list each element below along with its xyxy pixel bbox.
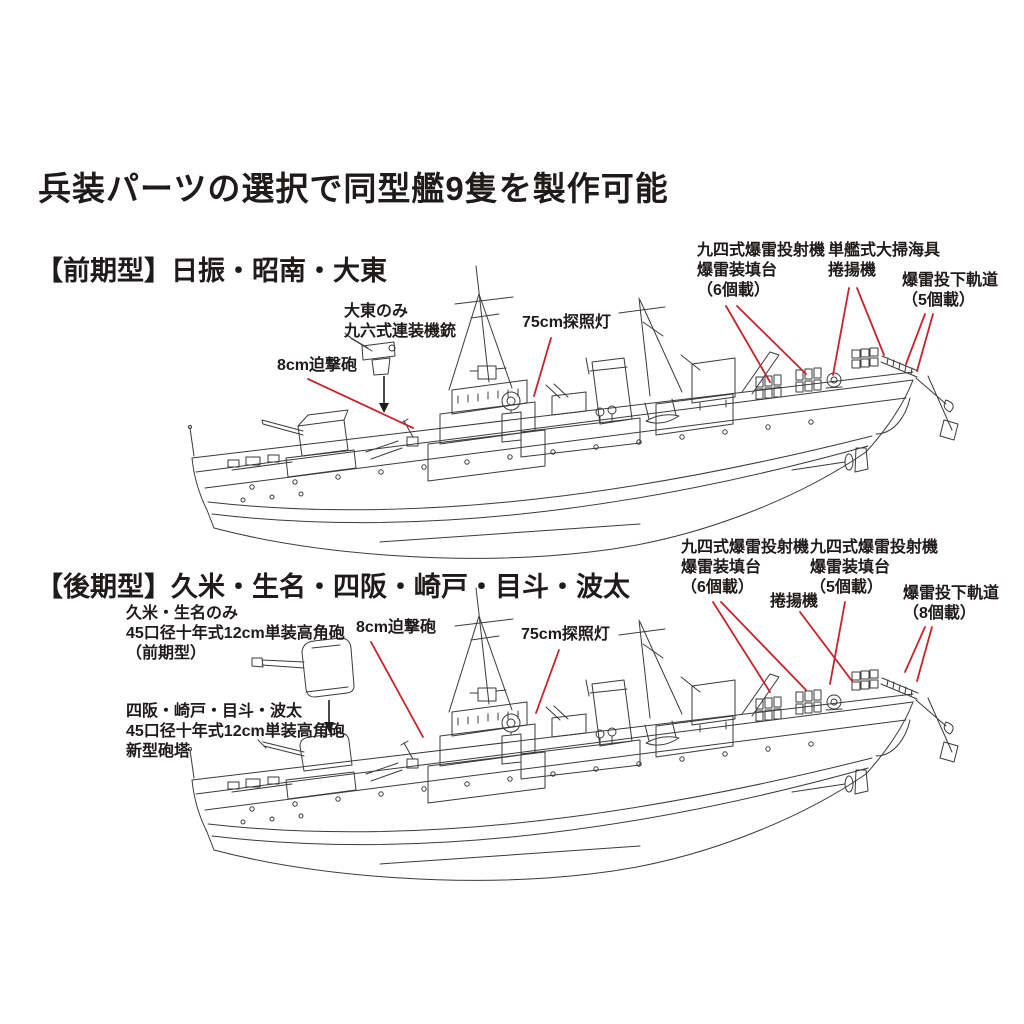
label-dc-projector-6-late: 九四式爆雷投射機 爆雷装填台 （6個載） <box>681 539 810 596</box>
label-searchlight-late: 75cm探照灯 <box>521 626 610 643</box>
label-shisaka-group-gun: 四阪・崎戸・目斗・波太 45口径十年式12cm単装高角砲 新型砲塔 <box>126 703 345 760</box>
label-dc-rail-5: 爆雷投下軌道 （5個載） <box>902 272 999 309</box>
leader-lines-early <box>307 287 934 429</box>
label-dc-rail-8: 爆雷投下軌道 （8個載） <box>903 585 1000 622</box>
fore-gun-early <box>261 409 357 478</box>
black-arrow-late <box>324 700 334 732</box>
ship-early <box>188 265 959 559</box>
type96-twin-mg-inset <box>344 332 396 376</box>
label-minesweep-winch: 単艦式大掃海具 捲揚機 <box>828 242 941 279</box>
label-searchlight-early: 75cm探照灯 <box>522 314 611 331</box>
label-mortar-late: 8cm迫撃砲 <box>356 619 437 636</box>
late-type-heading: 【後期型】久米・生名・四阪・崎戸・目斗・波太 <box>36 572 630 602</box>
twelve-cm-gun-inset <box>251 637 355 698</box>
label-dc-projector-5-late: 九四式爆雷投射機 爆雷装填台 （5個載） <box>810 539 939 596</box>
label-daito-mg: 大東のみ 九六式連装機銃 <box>344 303 457 340</box>
page-title: 兵装パーツの選択で同型艦9隻を製作可能 <box>38 170 669 207</box>
leader-lines-late <box>370 601 933 738</box>
label-kume-ikuna-gun: 久米・生名のみ 45口径十年式12cm単装高角砲 （前期型） <box>126 605 345 662</box>
label-mortar-early: 8cm迫撃砲 <box>277 357 358 374</box>
label-winch-late: 捲揚機 <box>770 593 819 610</box>
fore-gun-late <box>257 732 357 800</box>
label-dc-projector-6-early: 九四式爆雷投射機 爆雷装填台 （6個載） <box>697 242 826 299</box>
early-type-heading: 【前期型】日振・昭南・大東 <box>36 256 387 286</box>
black-arrow-early <box>379 376 389 413</box>
